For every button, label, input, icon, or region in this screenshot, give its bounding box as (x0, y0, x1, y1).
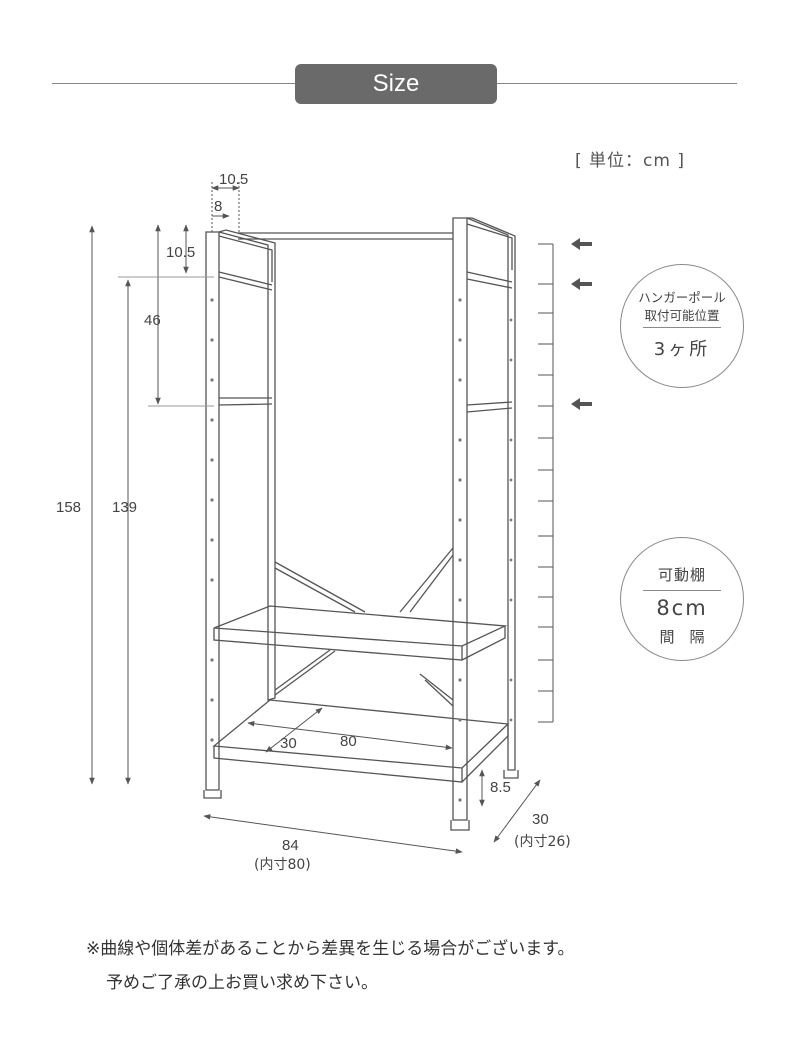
hanger-badge-line1: ハンガーポール (638, 290, 726, 305)
left-front-post (205, 231, 220, 791)
dim-rail-width: 8 (214, 198, 222, 215)
dim-top-offset: 10.5 (219, 171, 248, 188)
adjustment-scale (538, 243, 554, 723)
left-top-plate (218, 235, 273, 282)
dimension-lines (89, 182, 541, 854)
arrow-left-icon (571, 238, 592, 250)
header-rule-right (497, 83, 737, 84)
shelf-badge-line1: 可動棚 (657, 566, 706, 584)
left-back-post (216, 229, 276, 701)
dim-overall-depth: 30 (532, 811, 549, 828)
right-front-post (466, 217, 516, 771)
dim-overall-depth-inner: (内寸26) (514, 834, 571, 850)
rack-frame (203, 217, 519, 831)
disclaimer-note: ※曲線や個体差があることから差異を生じる場合がございます。 予めご了承の上お買い… (86, 932, 575, 1000)
shelf-badge-pitch: 8cm (656, 596, 708, 620)
size-header-label: Size (372, 70, 420, 97)
dim-overall-width: 84 (282, 837, 299, 854)
hanger-position-arrows (571, 238, 592, 410)
arrow-left-icon (571, 398, 592, 410)
shelf-badge-line3: 間 隔 (659, 628, 705, 646)
unit-label: [ 単位：cm ] (575, 151, 685, 171)
foot-left (203, 790, 222, 799)
size-header: Size (295, 64, 497, 104)
back-brace (274, 547, 454, 613)
disclaimer-line1: ※曲線や個体差があることから差異を生じる場合がございます。 (86, 939, 575, 959)
middle-shelf (213, 605, 508, 661)
foot-right (450, 820, 470, 831)
arrow-left-icon (571, 278, 592, 290)
hanger-badge-line2: 取付可能位置 (644, 308, 720, 323)
hanger-position-badge: ハンガーポール 取付可能位置 3ヶ所 (620, 264, 744, 388)
post-holes (210, 298, 513, 802)
right-back-post (452, 217, 468, 821)
hanger-pole (238, 232, 453, 240)
dim-top-gap: 10.5 (166, 244, 195, 261)
dim-inner-height: 139 (112, 499, 137, 516)
dim-bottom-clearance: 8.5 (490, 779, 511, 796)
hanger-badge-divider (643, 327, 721, 328)
dim-inner-width: 80 (340, 733, 357, 750)
dim-overall-width-inner: (内寸80) (254, 857, 311, 873)
disclaimer-line2: 予めご了承の上お買い求め下さい。 (106, 973, 378, 993)
header-rule-left (52, 83, 295, 84)
lower-brace (274, 649, 454, 707)
shelf-pitch-badge: 可動棚 8cm 間 隔 (620, 537, 744, 661)
dim-inner-depth: 30 (280, 735, 297, 752)
dim-upper-span: 46 (144, 312, 161, 329)
shelf-badge-divider (643, 590, 721, 591)
foot-back (503, 770, 519, 779)
hanger-badge-count: 3ヶ所 (653, 339, 711, 360)
bottom-shelf (212, 699, 510, 783)
dim-total-height: 158 (56, 499, 81, 516)
